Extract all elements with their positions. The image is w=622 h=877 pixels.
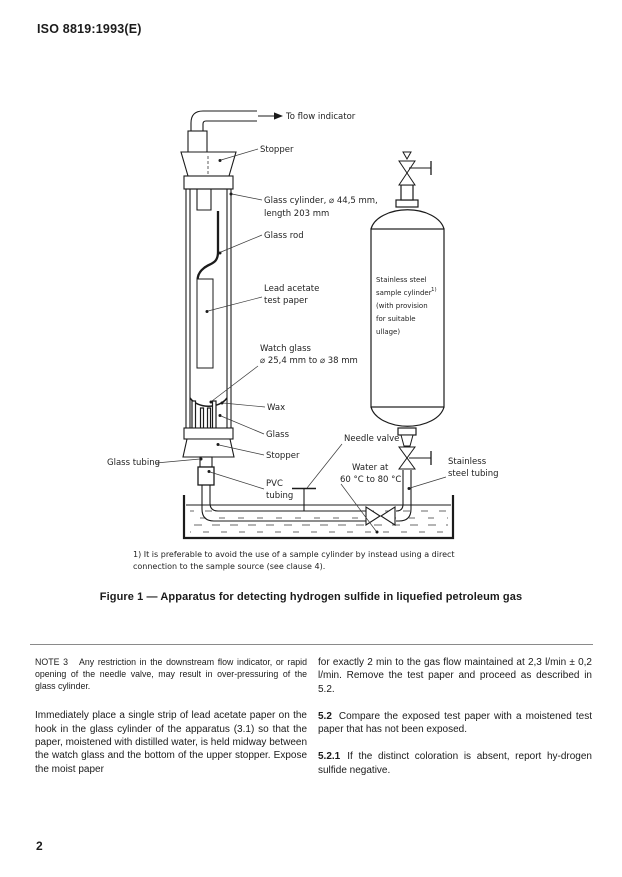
label-glass-cylinder-1: Glass cylinder, ⌀ 44,5 mm, (264, 196, 378, 206)
footnote-text: It is preferable to avoid the use of a s… (133, 550, 455, 571)
svg-text:sample cylinder: sample cylinder (376, 289, 432, 297)
figure-caption: Figure 1 — Apparatus for detecting hydro… (99, 591, 523, 603)
label-pvc-2: tubing (266, 491, 293, 501)
outlet-tube (187, 110, 283, 154)
page-number: 2 (36, 839, 43, 853)
test-paper-shape (196, 278, 214, 369)
figure-footnote: 1) It is preferable to avoid the use of … (133, 549, 471, 573)
cylinder-top-valve-icon (398, 151, 432, 186)
svg-text:(with provision: (with provision (376, 302, 428, 310)
paragraph-left: Immediately place a single strip of lead… (35, 710, 307, 775)
label-lead-acetate-1: Lead acetate (264, 284, 319, 294)
label-stainless-1: Stainless (448, 457, 487, 467)
label-lead-acetate-2: test paper (264, 296, 308, 306)
svg-text:for suitable: for suitable (376, 315, 416, 323)
label-sample-cylinder: Stainless steel sample cylinder 1) (with… (376, 276, 437, 336)
label-wax: Wax (267, 403, 285, 413)
label-pvc-1: PVC (266, 479, 283, 489)
paragraph-right: for exactly 2 min to the gas flow mainta… (318, 657, 592, 695)
label-needle-valve: Needle valve (344, 434, 399, 444)
label-water-2: 60 °C to 80 °C (340, 475, 401, 485)
needle-valve-body-icon (365, 505, 382, 527)
leader-lines (155, 148, 447, 534)
cylinder-needle-valve-icon (398, 434, 432, 470)
svg-text:ullage): ullage) (376, 328, 400, 336)
section-5-2-label: 5.2 (318, 710, 332, 722)
note-text: Any restriction in the downstream flow i… (35, 657, 307, 692)
flow-arrow-icon (274, 112, 283, 120)
diagram-labels: To flow indicator Stopper Glass cylinder… (107, 112, 499, 501)
bottom-stopper-assembly (182, 427, 235, 486)
label-stopper-bottom: Stopper (266, 451, 300, 461)
label-watch-glass-1: Watch glass (260, 344, 312, 354)
sample-cylinder (370, 151, 445, 470)
label-water-1: Water at (352, 463, 389, 473)
section-5-2-1-text: If the distinct coloration is absent, re… (318, 751, 592, 776)
water-bath (182, 495, 455, 540)
section-5-2-1-label: 5.2.1 (318, 751, 341, 763)
bath-tubing (201, 470, 412, 527)
section-divider (30, 644, 593, 645)
label-stainless-2: steel tubing (448, 469, 499, 479)
section-5-2-text: Compare the exposed test paper with a mo… (318, 710, 592, 736)
note-label: NOTE 3 (35, 657, 69, 667)
glass-rod-shape (196, 211, 220, 288)
svg-text:Stainless steel: Stainless steel (376, 276, 427, 284)
label-flow-indicator: To flow indicator (285, 112, 356, 122)
label-glass-tubing: Glass tubing (107, 458, 160, 468)
label-stopper-top: Stopper (260, 145, 294, 155)
label-glass-cylinder-2: length 203 mm (264, 209, 329, 219)
label-glass-rod: Glass rod (264, 231, 304, 241)
label-glass: Glass (266, 430, 290, 440)
svg-text:1): 1) (431, 287, 437, 293)
apparatus-figure: To flow indicator Stopper Glass cylinder… (107, 110, 499, 540)
page-title: ISO 8819:1993(E) (37, 22, 142, 36)
label-watch-glass-2: ⌀ 25,4 mm to ⌀ 38 mm (260, 356, 358, 366)
footnote-marker: 1) (133, 550, 142, 559)
body-column-right: for exactly 2 min to the gas flow mainta… (318, 656, 592, 777)
